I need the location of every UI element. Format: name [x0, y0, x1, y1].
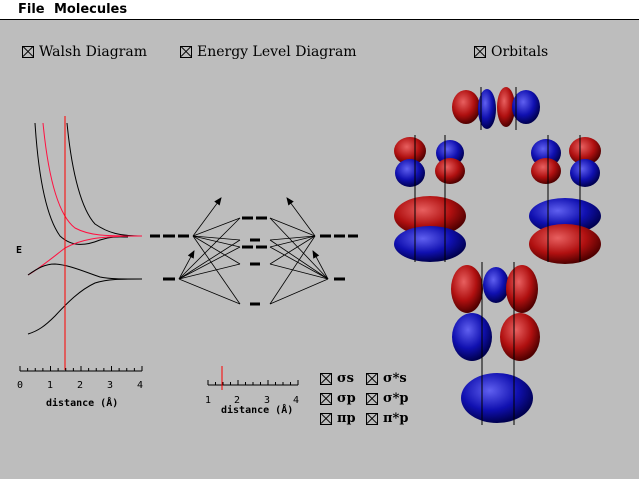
correlation-line: [269, 217, 316, 237]
legend-label: σs: [337, 371, 354, 386]
menu-molecules[interactable]: Molecules: [54, 2, 128, 17]
orbital-lobe-negative: [461, 373, 533, 423]
correlation-line: [178, 263, 241, 280]
menu-bar: File Molecules: [0, 0, 639, 20]
correlation-line: [269, 278, 329, 305]
legend-label: σ*p: [383, 391, 409, 406]
energy-levels: [150, 216, 358, 306]
orbital-lobe-negative: [570, 159, 600, 187]
legend-sigma-p[interactable]: σp: [320, 391, 356, 406]
checkbox-checked-icon: [22, 46, 34, 58]
walsh-tick-label: 0: [17, 380, 23, 391]
orbitals-label: Orbitals: [491, 44, 549, 60]
distance-slider[interactable]: [207, 366, 299, 390]
menu-file[interactable]: File: [18, 2, 45, 17]
correlation-line: [178, 217, 241, 280]
walsh-tick-label: 3: [107, 380, 113, 391]
walsh-diagram-toggle[interactable]: Walsh Diagram: [22, 44, 147, 60]
slider-tick-label: 3: [264, 395, 270, 406]
walsh-curve: [34, 122, 129, 245]
legend-label: σp: [337, 391, 356, 406]
orbital-lobe-negative: [395, 159, 425, 187]
orbital-lobe-positive: [506, 265, 538, 313]
checkbox-checked-icon: [366, 372, 378, 385]
correlation-line: [178, 246, 241, 280]
checkbox-checked-icon: [366, 392, 378, 405]
correlation-line: [178, 239, 241, 280]
orbital-lobe-negative: [483, 267, 509, 303]
orbital-lobe-positive: [531, 158, 561, 184]
orbital-lobe-negative: [452, 313, 492, 361]
orbital-lobe-positive: [394, 137, 426, 165]
walsh-tick-label: 2: [77, 380, 83, 391]
orbital-lobe-negative: [436, 140, 464, 166]
orbital-lobe-negative: [512, 90, 540, 124]
orbital-lobe-negative: [478, 89, 496, 129]
arrowhead-icon: [286, 197, 294, 206]
legend-pi-p[interactable]: πp: [320, 411, 356, 426]
legend-label: π*p: [383, 411, 409, 426]
orbital-lobe-positive: [394, 196, 466, 236]
slider-tick-label: 4: [293, 395, 299, 406]
orbitals-toggle[interactable]: Orbitals: [474, 44, 548, 60]
walsh-curve: [27, 263, 143, 280]
correlation-line: [269, 235, 316, 241]
arrow: [192, 197, 222, 237]
checkbox-checked-icon: [180, 46, 192, 58]
walsh-curve: [42, 122, 143, 237]
orbital-lobe-positive: [452, 90, 480, 124]
orbital-lobe-positive: [529, 224, 601, 264]
checkbox-checked-icon: [320, 412, 332, 425]
orbital-lobe-positive: [500, 313, 540, 361]
correlation-line: [269, 239, 329, 280]
walsh-label: Walsh Diagram: [39, 44, 147, 60]
legend-label: σ*s: [383, 371, 407, 386]
energy-level-toggle[interactable]: Energy Level Diagram: [180, 44, 357, 60]
walsh-diagram: [19, 116, 143, 372]
orbital-lobe-positive: [451, 265, 483, 313]
orbital-lobe-positive: [569, 137, 601, 165]
correlation-line: [269, 235, 316, 265]
checkbox-checked-icon: [474, 46, 486, 58]
energy-axis-label: E: [16, 245, 22, 256]
checkbox-checked-icon: [320, 392, 332, 405]
energy-label: Energy Level Diagram: [197, 44, 357, 60]
checkbox-checked-icon: [320, 372, 332, 385]
arrowhead-icon: [214, 197, 222, 206]
walsh-curve: [27, 235, 143, 276]
walsh-tick-label: 1: [47, 380, 53, 391]
orbital-lobe-negative: [394, 226, 466, 262]
legend-sigma-s[interactable]: σs: [320, 371, 354, 386]
correlation-line: [192, 235, 241, 265]
correlation-line: [178, 278, 241, 305]
correlation-line: [269, 217, 329, 280]
slider-tick-label: 1: [205, 395, 211, 406]
correlation-line: [192, 235, 241, 241]
orbital-lobe-positive: [435, 158, 465, 184]
slider-tick-label: 2: [234, 395, 240, 406]
correlation-line: [269, 263, 329, 280]
arrowhead-icon: [312, 250, 320, 259]
legend-sigma-star-s[interactable]: σ*s: [366, 371, 407, 386]
legend-label: πp: [337, 411, 356, 426]
correlation-line: [192, 217, 241, 237]
slider-x-label: distance (Å): [221, 403, 293, 416]
walsh-curve: [27, 278, 143, 335]
orbital-lobe-negative: [529, 198, 601, 234]
arrowhead-icon: [187, 250, 195, 259]
walsh-curve: [66, 122, 143, 237]
orbitals-view: [394, 87, 601, 425]
walsh-tick-label: 4: [137, 380, 143, 391]
checkbox-checked-icon: [366, 412, 378, 425]
legend-pi-star-p[interactable]: π*p: [366, 411, 408, 426]
legend-sigma-star-p[interactable]: σ*p: [366, 391, 408, 406]
energy-level-diagram: [150, 197, 358, 306]
correlation-line: [269, 246, 329, 280]
arrow: [286, 197, 316, 237]
walsh-x-label: distance (Å): [46, 396, 118, 409]
orbital-lobe-positive: [497, 87, 515, 127]
